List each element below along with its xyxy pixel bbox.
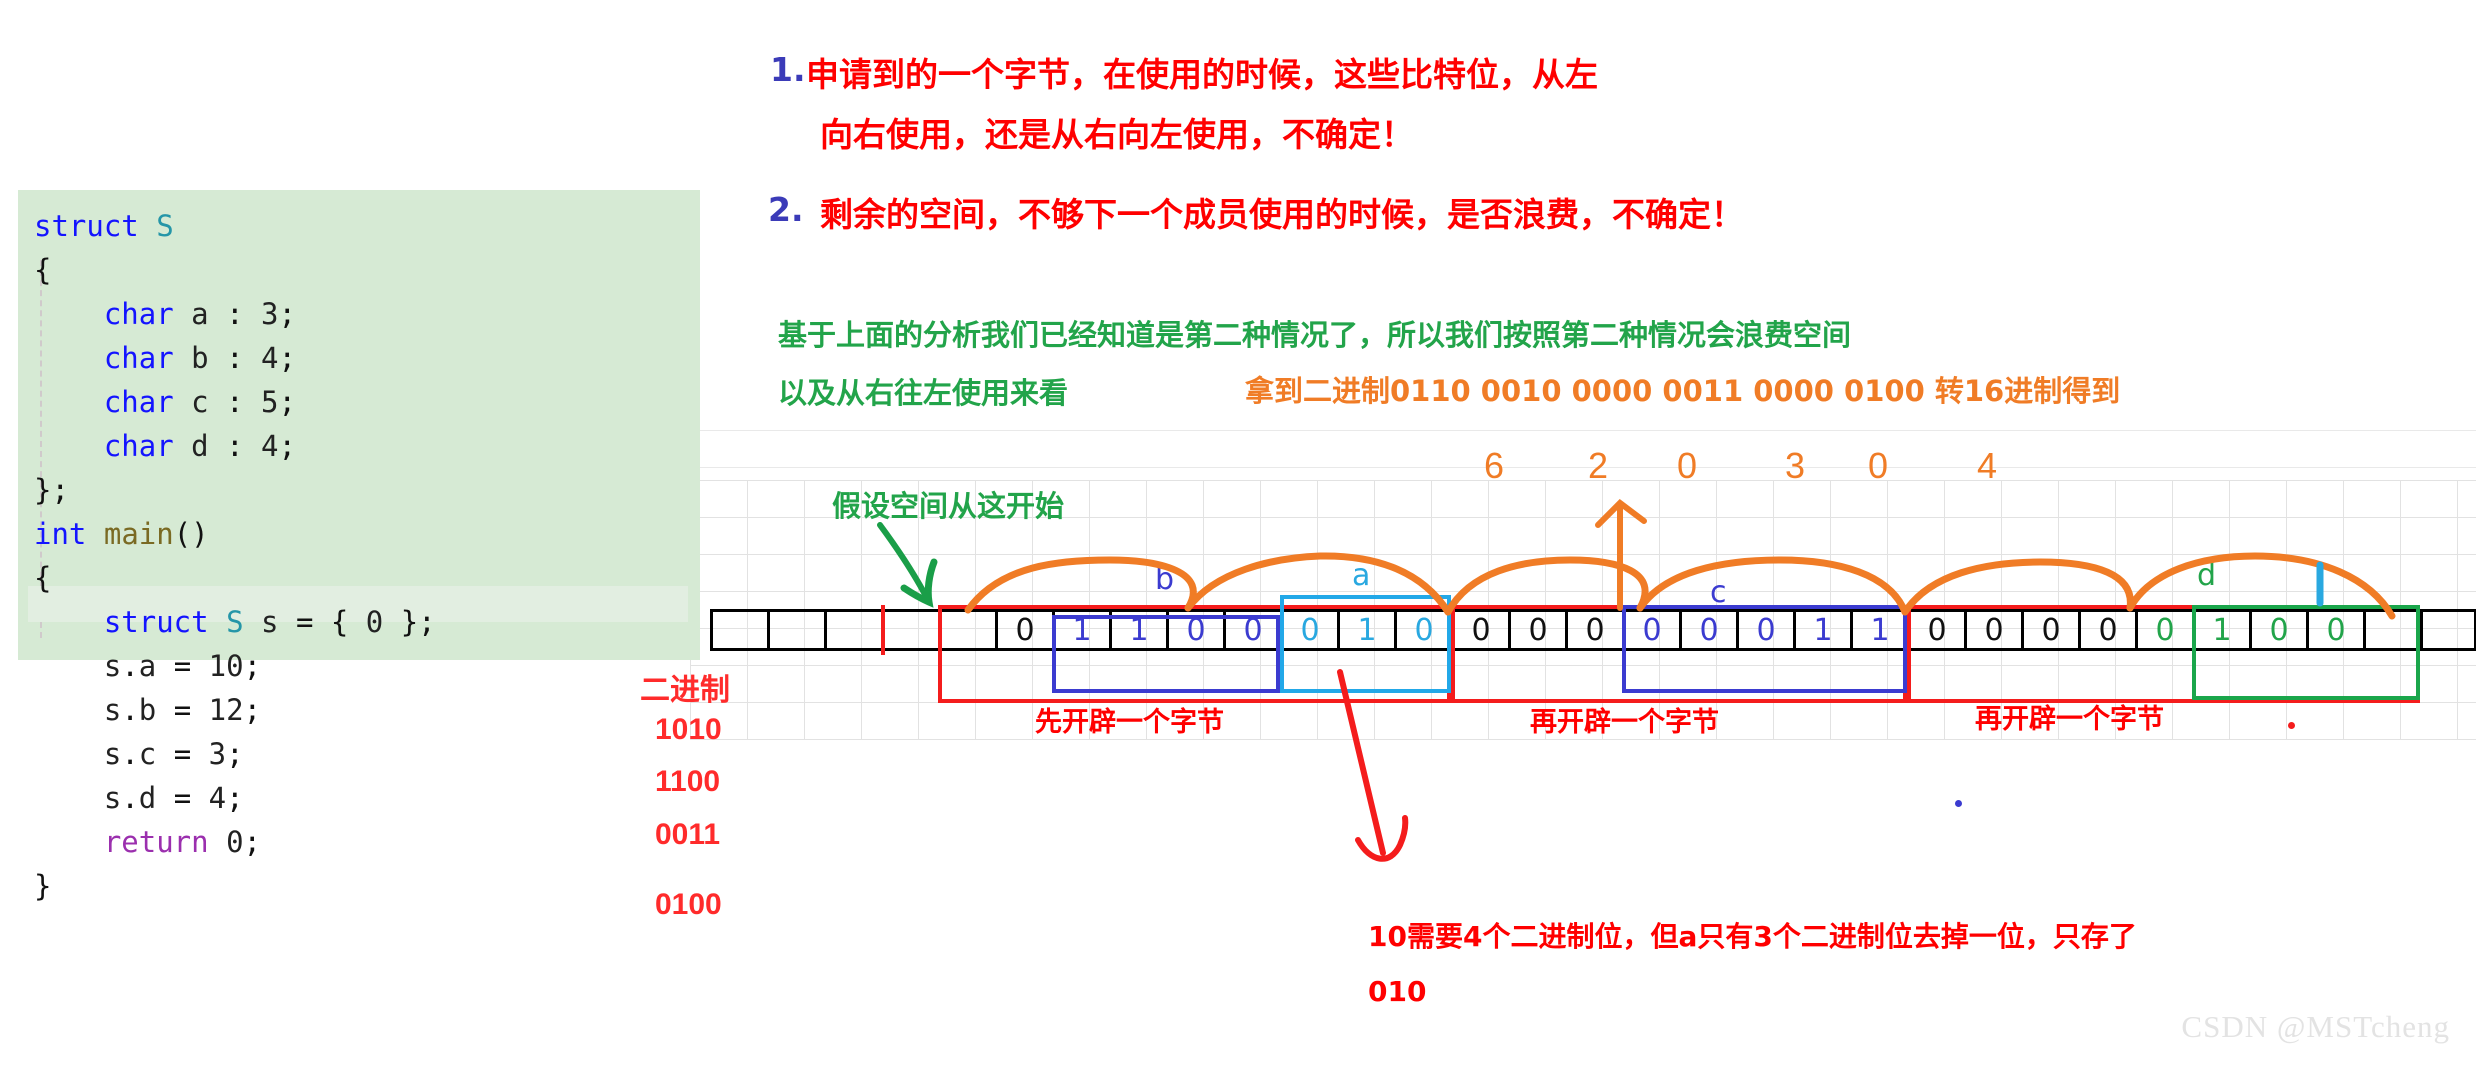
stray-dot-blue [1955,800,1962,807]
bit-cell-23: 0 [2021,609,2078,651]
bit-cell-8: 0 [1166,609,1223,651]
bit-value: 0 [2098,612,2118,648]
bit-value: 1 [1870,612,1890,648]
bit-cell-15: 0 [1565,609,1622,651]
bit-value: 0 [1243,612,1263,648]
bit-cell-18: 0 [1736,609,1793,651]
orange-convert-note: 拿到二进制0110 0010 0000 0011 0000 0100 转16进制… [1245,374,2121,408]
binary-value-c: 0011 [655,818,721,851]
member-label-d: d [2197,558,2217,593]
bit-value: 0 [1015,612,1035,648]
bit-cell-2 [824,609,881,651]
bit-cell-9: 0 [1223,609,1280,651]
note-1-line-2: 向右使用，还是从右向左使用，不确定！ [820,115,1414,154]
code-current-line-highlight [28,586,688,622]
hex-digit-2: 0 [1677,445,1698,486]
bit-cell-27: 0 [2249,609,2306,651]
hex-digit-4: 0 [1868,445,1889,486]
bit-value: 1 [1072,612,1092,648]
member-label-c: c [1710,575,1727,610]
binary-value-d: 0100 [655,888,722,921]
bit-value: 0 [1756,612,1776,648]
bottom-note-line-2: 010 [1368,975,1427,1008]
bit-cell-7: 1 [1109,609,1166,651]
bit-value: 0 [1471,612,1491,648]
alloc-caption-1: 先开辟一个字节 [1035,707,1224,738]
hex-digit-3: 3 [1785,445,1806,486]
hex-digit-0: 6 [1484,445,1505,486]
bit-value: 0 [1642,612,1662,648]
bit-cell-26: 1 [2192,609,2249,651]
bit-cell-17: 0 [1679,609,1736,651]
bit-cell-5: 0 [995,609,1052,651]
code-panel: struct S { char a : 3; char b : 4; char … [18,190,700,903]
alloc-caption-2: 再开辟一个字节 [1530,707,1719,738]
bit-value: 1 [2212,612,2232,648]
code-block: struct S { char a : 3; char b : 4; char … [34,209,436,903]
bit-value: 0 [1300,612,1320,648]
bit-cell-1 [767,609,824,651]
code-indent-guide [40,260,43,638]
bit-cell-4 [938,609,995,651]
green-note-line-2: 以及从右往左使用来看 [778,376,1069,410]
note-1-line-1: 申请到的一个字节，在使用的时候，这些比特位，从左 [806,55,1598,94]
bit-value: 0 [1414,612,1434,648]
bit-cell-30 [2420,609,2476,651]
note-1-number: 1. [770,50,806,89]
hex-digit-1: 2 [1588,445,1609,486]
bit-cell-13: 0 [1451,609,1508,651]
binary-value-b: 1100 [655,765,721,798]
bit-cell-3 [881,609,938,651]
bit-cell-28: 0 [2306,609,2363,651]
bit-value: 0 [2326,612,2346,648]
bit-cell-22: 0 [1964,609,2021,651]
binary-value-a: 1010 [655,713,722,746]
green-start-label: 假设空间从这开始 [832,489,1065,523]
stray-dot-red [2288,722,2295,729]
note-2-line-1: 剩余的空间，不够下一个成员使用的时候，是否浪费，不确定！ [820,195,1744,234]
member-label-b: b [1155,562,1175,597]
member-label-a: a [1352,558,1371,593]
bit-cell-21: 0 [1907,609,1964,651]
bit-value: 0 [1927,612,1947,648]
bit-value: 1 [1813,612,1833,648]
green-note-line-1: 基于上面的分析我们已经知道是第二种情况了，所以我们按照第二种情况会浪费空间 [778,318,1852,352]
bit-cell-20: 1 [1850,609,1907,651]
binary-column-header: 二进制 [640,674,730,707]
bit-value: 0 [1585,612,1605,648]
bit-cell-12: 0 [1394,609,1451,651]
bit-value: 0 [1528,612,1548,648]
bit-cell-29 [2363,609,2420,651]
bit-value: 0 [1699,612,1719,648]
bit-cell-24: 0 [2078,609,2135,651]
bit-value: 0 [2269,612,2289,648]
watermark: CSDN @MSTcheng [2181,1009,2450,1044]
bit-value: 1 [1129,612,1149,648]
bit-value: 0 [1984,612,2004,648]
bottom-note-line-1: 10需要4个二进制位，但a只有3个二进制位去掉一位，只存了 [1368,920,2137,953]
bit-cell-16: 0 [1622,609,1679,651]
bit-cell-19: 1 [1793,609,1850,651]
bit-cell-6: 1 [1052,609,1109,651]
bit-cell-25: 0 [2135,609,2192,651]
bit-value: 1 [1357,612,1377,648]
bit-value: 0 [2155,612,2175,648]
alloc-caption-3: 再开辟一个字节 [1975,704,2164,735]
note-2-number: 2. [768,190,804,229]
hex-digit-5: 4 [1977,445,1998,486]
bit-cell-14: 0 [1508,609,1565,651]
spreadsheet-grid-upper [690,430,2476,490]
bit-value: 0 [2041,612,2061,648]
bit-cell-11: 1 [1337,609,1394,651]
bit-cell-0 [710,609,767,651]
bit-value: 0 [1186,612,1206,648]
bit-cell-10: 0 [1280,609,1337,651]
